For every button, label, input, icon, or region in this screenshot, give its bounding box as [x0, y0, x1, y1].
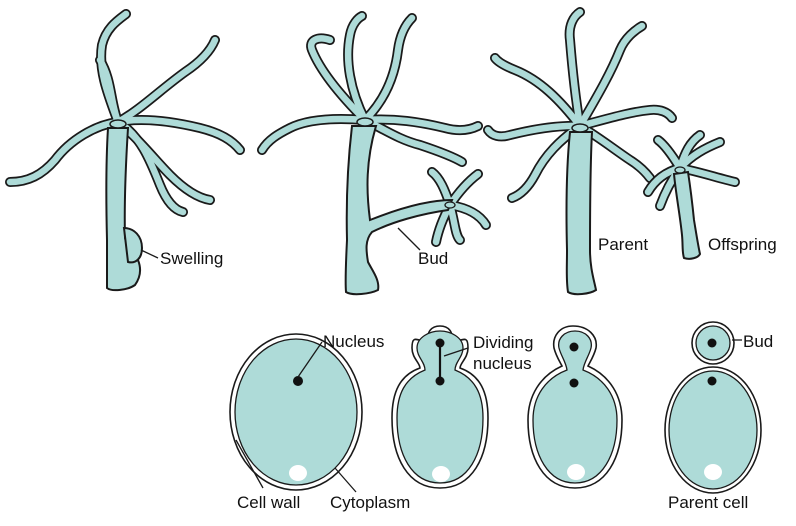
label-swelling: Swelling: [160, 249, 223, 268]
label-offspring: Offspring: [708, 235, 777, 254]
hydra-bud-stage: Bud: [262, 16, 486, 294]
yeast-1-vacuole: [289, 465, 307, 481]
hydra-1-mouth: [110, 120, 126, 128]
hydra-1-body: [106, 128, 140, 290]
hydra-2-mouth: [357, 118, 373, 126]
yeast-4-vacuole: [704, 464, 722, 480]
label-dividing-1: Dividing: [473, 333, 533, 352]
hydra-3-offspring-body: [674, 172, 700, 259]
yeast-3-nucleus-bottom: [570, 379, 579, 388]
yeast-cell-1: Nucleus Cell wall Cytoplasm: [230, 332, 410, 512]
yeast-4-bud-nucleus: [708, 339, 717, 348]
hydra-3-parent-body: [566, 132, 596, 294]
yeast-2-vacuole: [432, 466, 450, 482]
yeast-3-vacuole: [567, 464, 585, 480]
hydra-3-parent-mouth: [572, 124, 588, 132]
yeast-cell-4: Bud Parent cell: [665, 322, 773, 512]
label-nucleus: Nucleus: [323, 332, 384, 351]
hydra-2-bud-mouth: [445, 202, 455, 208]
swelling-leader: [141, 250, 158, 258]
hydra-1-swelling: [124, 228, 142, 262]
label-cell-wall: Cell wall: [237, 493, 300, 512]
hydra-parent-offspring-stage: Parent Offspring: [488, 12, 777, 294]
yeast-4-parent-nucleus: [708, 377, 717, 386]
yeast-1-nucleus: [293, 376, 303, 386]
label-dividing-2: nucleus: [473, 354, 532, 373]
yeast-2-nucleus-bottom: [436, 377, 445, 386]
label-bud-yeast: Bud: [743, 332, 773, 351]
label-cytoplasm: Cytoplasm: [330, 493, 410, 512]
label-parent-cell: Parent cell: [668, 493, 748, 512]
label-bud-hydra: Bud: [418, 249, 448, 268]
yeast-1-cytoplasm: [235, 339, 357, 485]
yeast-cell-2: Dividing nucleus: [392, 326, 533, 488]
yeast-3-cytoplasm: [533, 331, 617, 483]
hydra-3-offspring-mouth: [675, 167, 685, 173]
bud-leader-hydra: [398, 228, 420, 250]
cytoplasm-leader: [335, 468, 356, 492]
yeast-cell-3: [528, 326, 622, 488]
label-parent: Parent: [598, 235, 648, 254]
yeast-3-nucleus-top: [570, 343, 579, 352]
hydra-swelling-stage: Swelling: [10, 14, 240, 290]
